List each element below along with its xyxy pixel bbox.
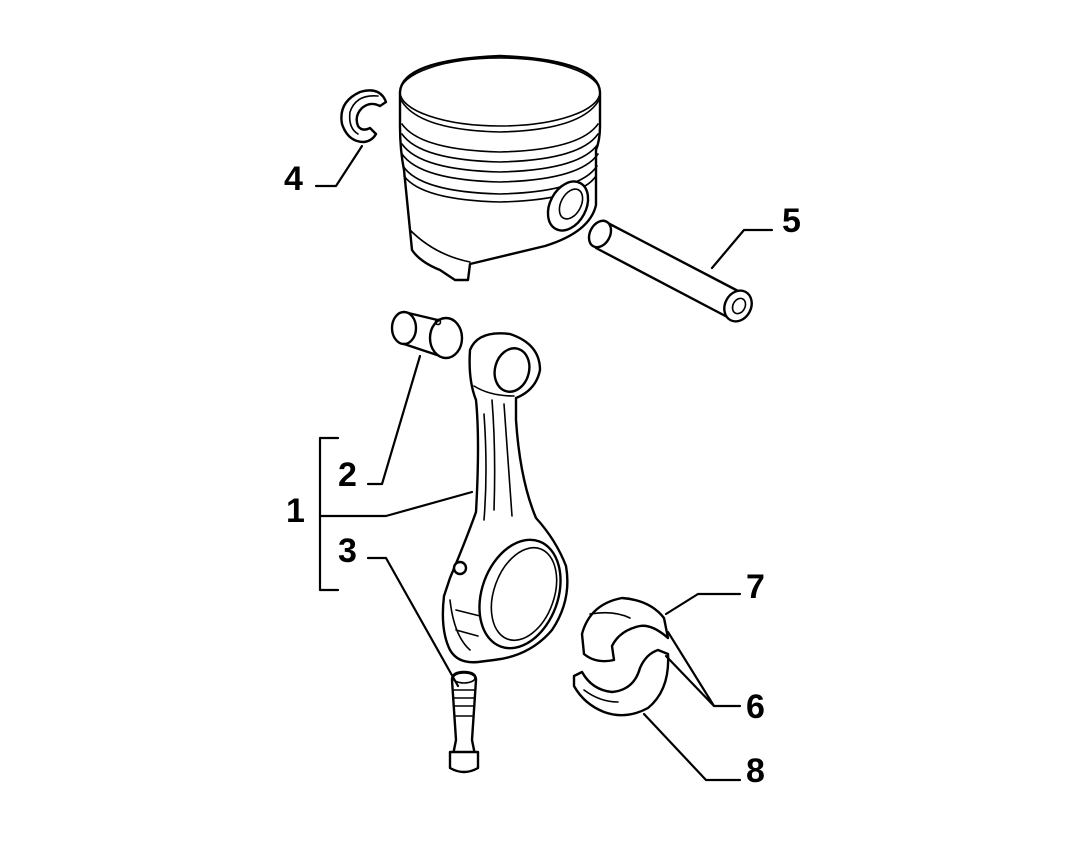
callout-5: 5 <box>782 202 801 240</box>
gudgeon-pin-icon <box>587 219 753 323</box>
callout-7: 7 <box>746 568 765 606</box>
callout-8: 8 <box>746 752 765 790</box>
rod-bolt-icon <box>448 670 480 774</box>
piston-icon <box>398 54 602 282</box>
leader-lines <box>314 144 774 782</box>
connecting-rod-icon <box>441 332 569 664</box>
callout-6: 6 <box>746 688 765 726</box>
small-end-bush-icon <box>390 310 464 360</box>
callout-2: 2 <box>338 456 357 494</box>
callout-1: 1 <box>286 492 305 530</box>
circlip-icon <box>340 89 388 144</box>
bearing-shell-lower-icon <box>572 648 670 717</box>
callout-3: 3 <box>338 532 357 570</box>
bearing-shell-upper-icon <box>580 596 670 663</box>
callout-4: 4 <box>284 160 303 198</box>
